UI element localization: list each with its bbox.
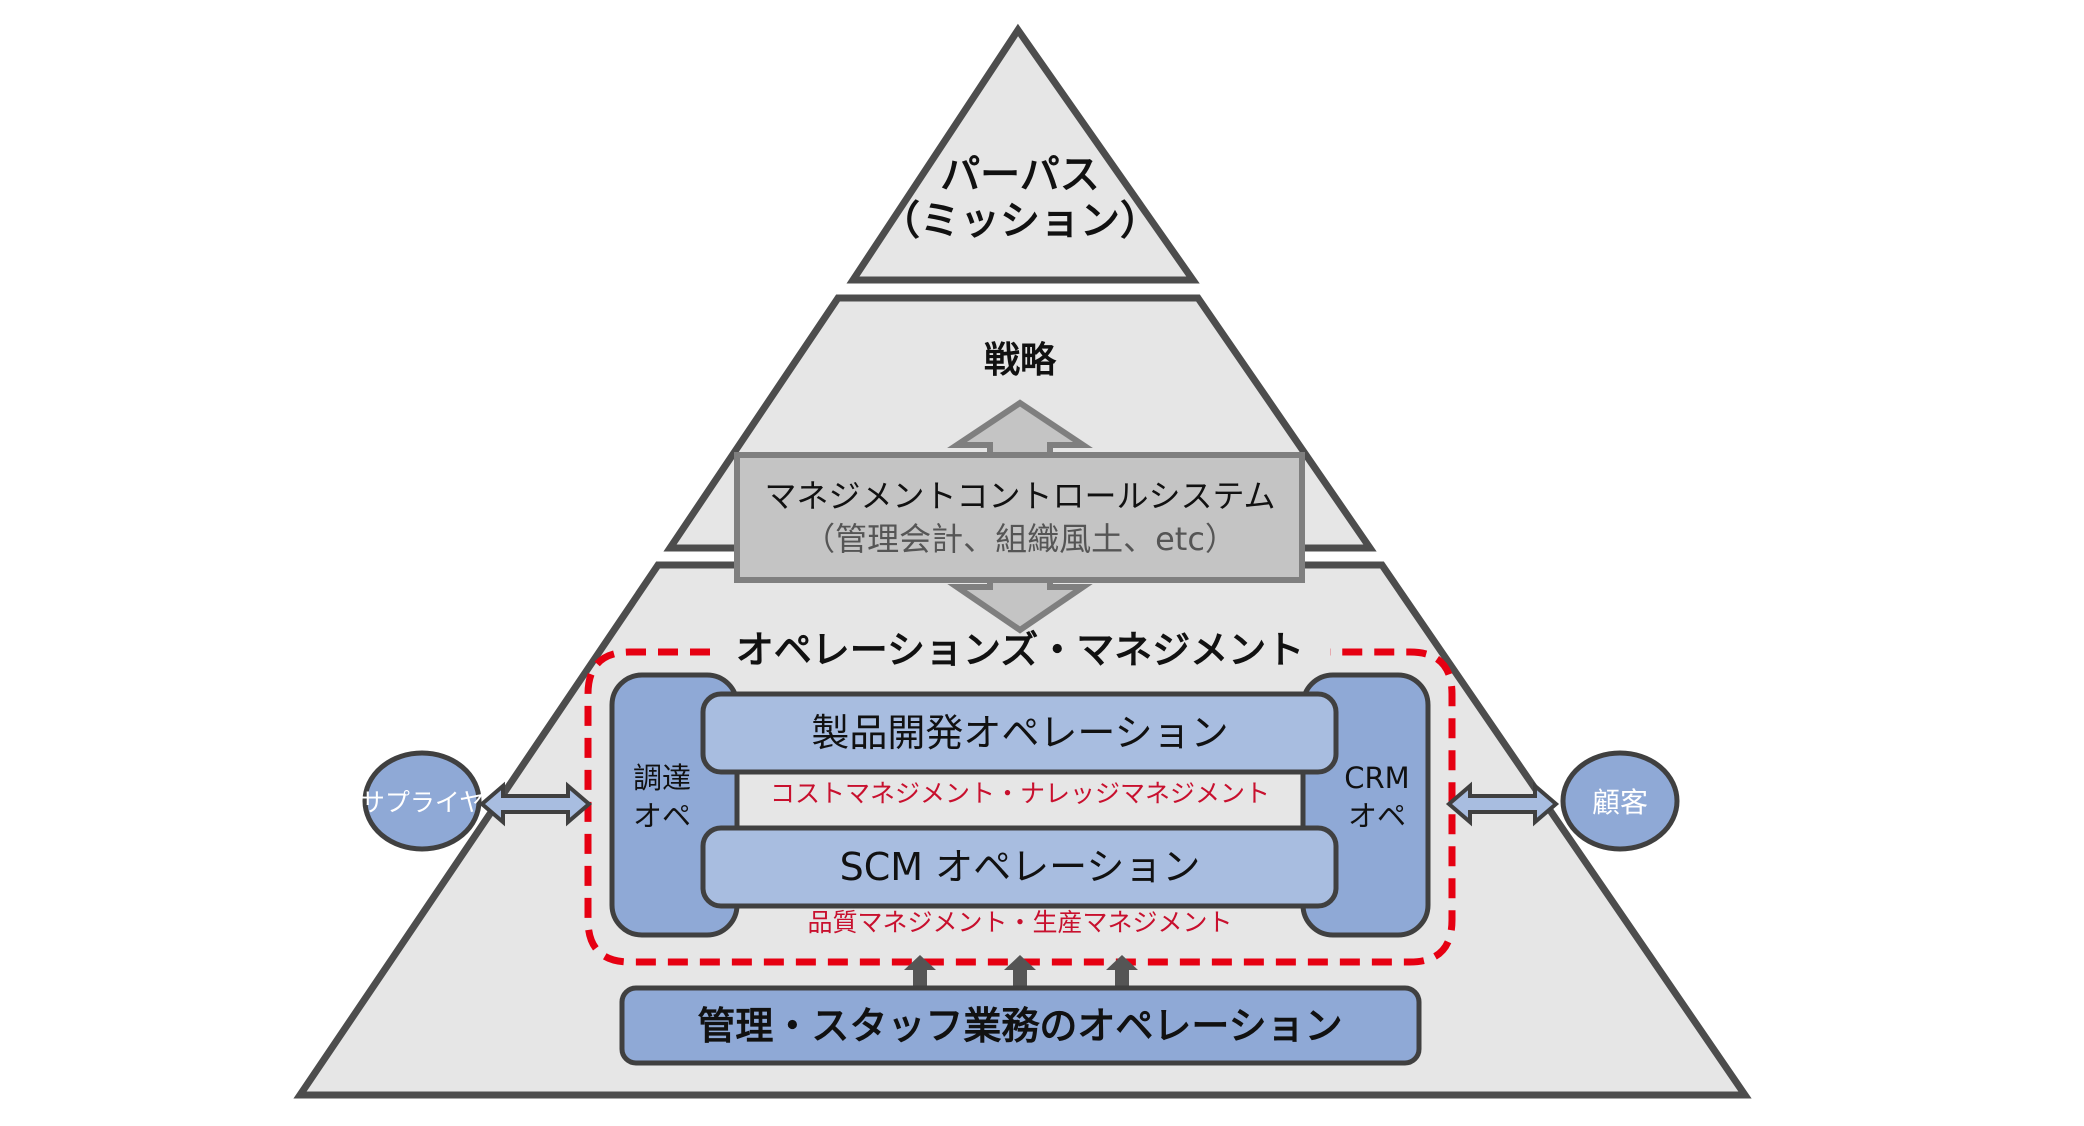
support-arrows: [904, 955, 1138, 992]
purpose-label: パーパス: [940, 152, 1100, 198]
support-arrow-right: [1106, 955, 1138, 992]
management-control-system-box: [734, 452, 1305, 583]
supplier-label: サプライヤ: [360, 788, 484, 817]
staff-operations-label: 管理・スタッフ業務のオペレーション: [697, 1004, 1342, 1048]
product-development-box: [700, 691, 1339, 775]
mcs-subtitle: （管理会計、組織風土、etc）: [803, 520, 1237, 558]
product-development-label: 製品開発オペレーション: [811, 711, 1228, 755]
mcs-title: マネジメントコントロールシステム: [764, 477, 1275, 515]
procurement-label-line1: 調達: [633, 761, 691, 795]
crm-label-line1: CRM: [1344, 761, 1409, 795]
support-arrow-center: [1004, 955, 1036, 992]
customer-label: 顧客: [1592, 786, 1648, 819]
mission-label: （ミッション）: [880, 198, 1160, 244]
strategy-label: 戦略: [984, 340, 1057, 381]
customer-double-arrow: [1445, 781, 1560, 827]
quality-production-label: 品質マネジメント・生産マネジメント: [807, 908, 1232, 937]
customer-node: [1560, 750, 1680, 852]
supplier-double-arrow: [478, 781, 593, 827]
scm-label: SCM オペレーション: [840, 845, 1201, 889]
supplier-node: [362, 750, 482, 852]
pyramid-top-layer: [846, 23, 1200, 284]
procurement-label-line2: オペ: [633, 799, 691, 833]
cost-knowledge-label: コストマネジメント・ナレッジマネジメント: [770, 779, 1270, 808]
operations-management-label: オペレーションズ・マネジメント: [736, 628, 1304, 672]
staff-operations-box: [619, 985, 1422, 1066]
crm-label-line2: オペ: [1348, 799, 1406, 833]
scm-operations-box: [700, 825, 1339, 909]
support-arrow-left: [904, 955, 936, 992]
